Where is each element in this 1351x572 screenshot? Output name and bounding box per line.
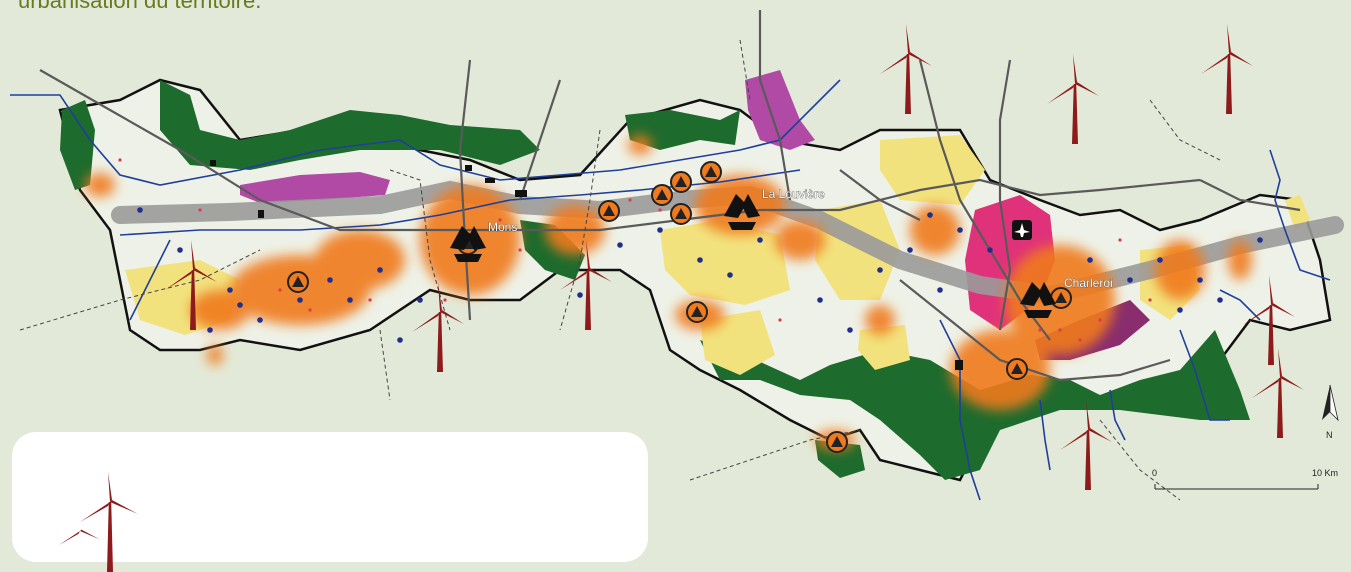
agri-south (700, 310, 775, 375)
map-caption: urbanisation du territoire. (18, 0, 262, 13)
wind-turbine-icon (1047, 54, 1099, 144)
forest-west (60, 100, 95, 190)
wind-turbine-icon (1252, 348, 1304, 438)
built-up-blots (210, 160, 963, 370)
forest-north-west (160, 80, 540, 170)
landfill-triangle-icon (1050, 287, 1072, 309)
landfill-triangle-icon (670, 171, 692, 193)
wind-turbine-icon (880, 24, 932, 114)
railways (19, 39, 1221, 501)
landfill-triangle-icon (686, 301, 708, 323)
agri-far-east (1285, 195, 1310, 230)
city-label-mons: Mons (488, 220, 517, 234)
landfill-triangle-icon (287, 271, 309, 293)
city-label-charleroi: Charleroi (1064, 276, 1113, 290)
legend-panel (12, 432, 648, 572)
scale-bar (1154, 484, 1319, 490)
scale-end-label: 10 Km (1312, 468, 1338, 478)
landfill-triangle-icon (651, 184, 673, 206)
territory-map: Mons La Louvière Charleroi N 0 10 Km (10, 10, 1344, 501)
wind-turbine-icon (59, 472, 138, 572)
forest-center (520, 220, 585, 280)
city-label-la-louviere: La Louvière (762, 187, 825, 201)
forest-south (700, 330, 1250, 480)
landfill-triangle-icon (826, 431, 848, 453)
landfill-triangle-icon (700, 161, 722, 183)
agri-north (880, 135, 985, 205)
wind-turbine-icon (1201, 24, 1253, 114)
forest-north-center (625, 110, 740, 150)
north-arrow-icon (1322, 384, 1339, 422)
waterways (10, 79, 1331, 501)
point-data-red (118, 158, 1152, 342)
roads (39, 10, 1301, 382)
agri-south-2 (858, 325, 910, 370)
landfill-triangle-icon (670, 203, 692, 225)
industrial-west (240, 172, 390, 203)
scale-start-label: 0 (1152, 468, 1157, 478)
airport-icon (1012, 220, 1032, 240)
wind-turbine-icon (1060, 400, 1112, 490)
landfill-triangle-icon (1006, 358, 1028, 380)
point-data-blue (137, 207, 1263, 343)
north-label: N (1326, 430, 1333, 440)
landfill-triangle-icon (598, 200, 620, 222)
forest-south-small (815, 440, 865, 478)
